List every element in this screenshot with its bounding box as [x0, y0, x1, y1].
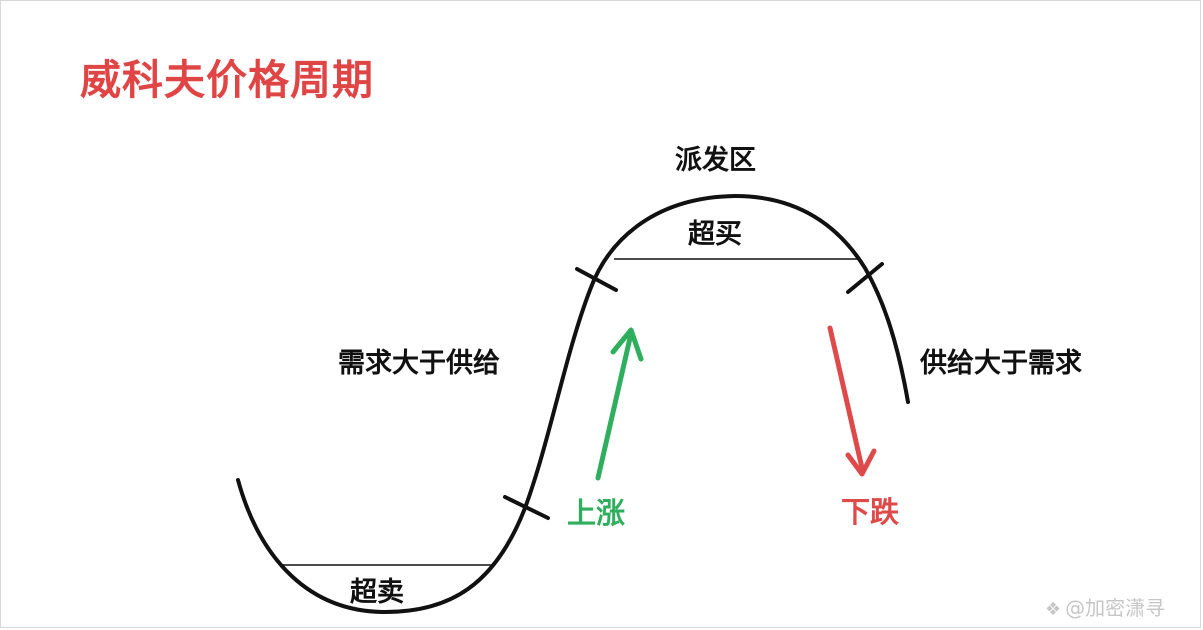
fall-label: 下跌 [841, 495, 900, 529]
distribution-zone-label: 派发区 [675, 145, 756, 176]
watermark: ❖@加密潇寻 [1045, 592, 1165, 621]
fall-arrow [827, 325, 877, 477]
tick-mark-upper-right [846, 262, 884, 294]
overbought-label: 超买 [688, 219, 742, 250]
supply-exceeds-demand-label: 供给大于需求 [920, 348, 1082, 379]
tick-mark-lower [503, 495, 550, 520]
demand-exceeds-supply-label: 需求大于供给 [338, 348, 500, 379]
watermark-text: @加密潇寻 [1065, 596, 1166, 620]
watermark-logo-icon: ❖ [1045, 599, 1062, 620]
price-cycle-curve [236, 194, 910, 614]
rise-arrow [595, 327, 644, 481]
rise-label: 上涨 [567, 496, 626, 530]
tick-mark-upper-left [575, 267, 618, 292]
page-title: 威科夫价格周期 [80, 56, 374, 104]
oversold-label: 超卖 [350, 577, 404, 608]
